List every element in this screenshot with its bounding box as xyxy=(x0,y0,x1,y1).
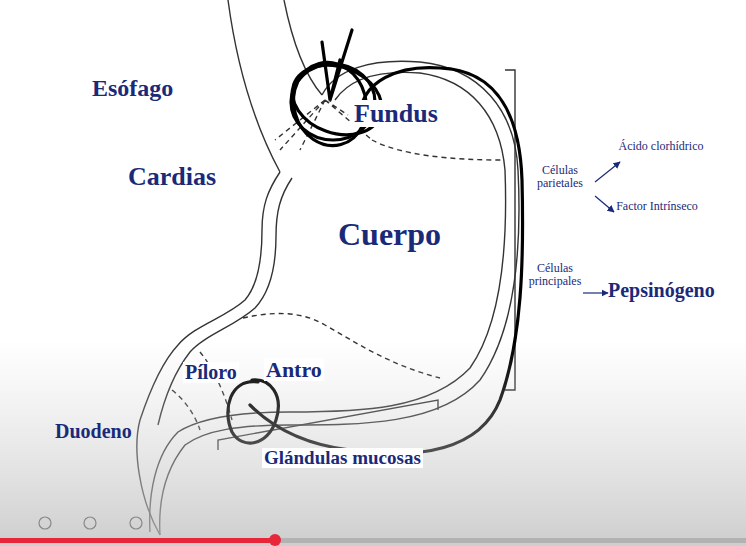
organ-label: Esófago xyxy=(92,76,173,101)
secretion-label: Pepsinógeno xyxy=(608,280,715,301)
cell-label: Células parietales xyxy=(526,164,594,189)
region-label: Cuerpo xyxy=(338,218,441,252)
region-label: Píloro xyxy=(183,362,239,383)
gland-label: Glándulas mucosas xyxy=(262,448,423,468)
secretion-label: Factor Intrínseco xyxy=(608,200,706,213)
secretion-arrows xyxy=(583,162,620,293)
secretion-label: Ácido clorhídrico xyxy=(616,140,706,153)
region-label: Cardias xyxy=(128,163,216,190)
region-label: Fundus xyxy=(352,100,440,127)
cell-label: Células principales xyxy=(526,262,584,287)
organ-label: Duodeno xyxy=(55,421,132,442)
region-label: Antro xyxy=(264,358,324,381)
